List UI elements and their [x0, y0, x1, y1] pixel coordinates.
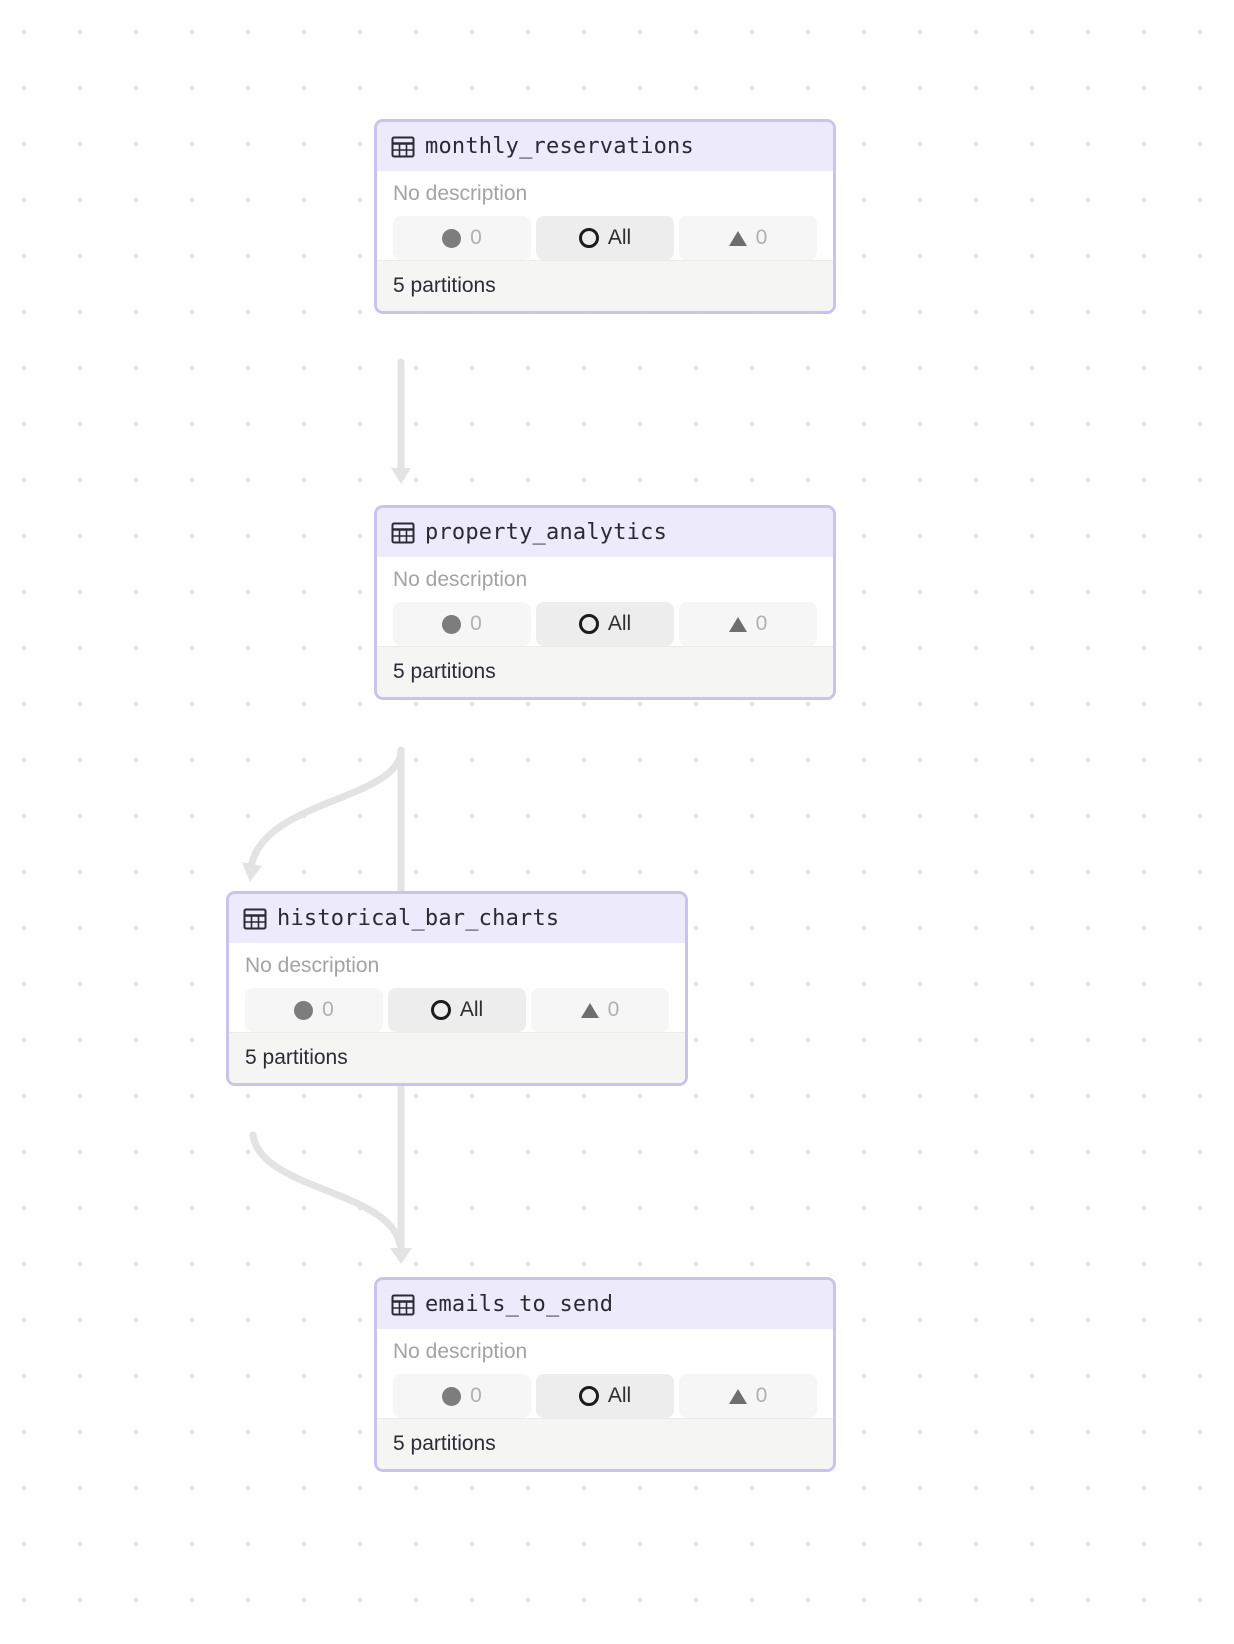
table-icon — [391, 1294, 415, 1315]
status-failed-count: 0 — [607, 998, 620, 1021]
ring-icon — [578, 1386, 599, 1406]
status-failed-count: 0 — [755, 226, 768, 249]
node-header: monthly_reservations — [377, 122, 833, 171]
node-title: property_analytics — [425, 520, 668, 545]
status-failed-count: 0 — [755, 1384, 768, 1407]
edge-arrowhead — [390, 1248, 412, 1264]
status-missing-pill[interactable]: 0 — [245, 988, 383, 1032]
filled-circle-icon — [442, 1386, 462, 1406]
node-footer: 5 partitions — [377, 646, 833, 697]
status-failed-count: 0 — [755, 612, 768, 635]
status-row: 0 All 0 — [377, 1374, 833, 1418]
status-failed-pill[interactable]: 0 — [679, 602, 817, 646]
triangle-icon — [728, 616, 747, 632]
node-footer: 5 partitions — [377, 1418, 833, 1469]
node-title: emails_to_send — [425, 1292, 614, 1317]
filled-circle-icon — [442, 228, 462, 248]
node-header: emails_to_send — [377, 1280, 833, 1329]
status-missing-pill[interactable]: 0 — [393, 602, 531, 646]
asset-node-property-analytics[interactable]: property_analytics No description 0 All … — [374, 505, 836, 700]
status-failed-pill[interactable]: 0 — [679, 216, 817, 260]
ring-icon — [578, 614, 599, 634]
status-failed-pill[interactable]: 0 — [531, 988, 669, 1032]
node-title: monthly_reservations — [425, 134, 694, 159]
status-missing-count: 0 — [470, 1384, 482, 1407]
edge-property-to-historical — [247, 746, 405, 872]
node-header: historical_bar_charts — [229, 894, 685, 943]
status-all-label: All — [607, 226, 632, 249]
status-all-pill[interactable]: All — [388, 988, 526, 1032]
node-footer: 5 partitions — [229, 1032, 685, 1083]
status-row: 0 All 0 — [377, 216, 833, 260]
table-icon — [243, 908, 267, 929]
node-description: No description — [393, 568, 528, 591]
status-row: 0 All 0 — [229, 988, 685, 1032]
edge-arrowhead — [391, 468, 411, 484]
table-icon — [391, 522, 415, 543]
node-description: No description — [393, 182, 528, 205]
node-description: No description — [393, 1340, 528, 1363]
filled-circle-icon — [294, 1000, 314, 1020]
ring-icon — [430, 1000, 451, 1020]
status-all-label: All — [607, 612, 632, 635]
asset-node-emails-to-send[interactable]: emails_to_send No description 0 All 0 5 … — [374, 1277, 836, 1472]
status-all-pill[interactable]: All — [536, 602, 674, 646]
status-all-label: All — [607, 1384, 632, 1407]
status-missing-pill[interactable]: 0 — [393, 216, 531, 260]
node-title: historical_bar_charts — [277, 906, 560, 931]
status-all-pill[interactable]: All — [536, 216, 674, 260]
edge-historical-to-emails — [249, 1131, 404, 1249]
triangle-icon — [728, 230, 747, 246]
filled-circle-icon — [442, 614, 462, 634]
status-all-pill[interactable]: All — [536, 1374, 674, 1418]
edge-arrowhead — [242, 862, 262, 882]
status-row: 0 All 0 — [377, 602, 833, 646]
triangle-icon — [728, 1388, 747, 1404]
status-failed-pill[interactable]: 0 — [679, 1374, 817, 1418]
triangle-icon — [580, 1002, 599, 1018]
table-icon — [391, 136, 415, 157]
asset-node-historical-bar-charts[interactable]: historical_bar_charts No description 0 A… — [226, 891, 688, 1086]
status-all-label: All — [459, 998, 484, 1021]
node-description: No description — [245, 954, 380, 977]
status-missing-count: 0 — [470, 612, 482, 635]
asset-node-monthly-reservations[interactable]: monthly_reservations No description 0 Al… — [374, 119, 836, 314]
status-missing-pill[interactable]: 0 — [393, 1374, 531, 1418]
node-header: property_analytics — [377, 508, 833, 557]
status-missing-count: 0 — [470, 226, 482, 249]
status-missing-count: 0 — [322, 998, 334, 1021]
ring-icon — [578, 228, 599, 248]
node-footer: 5 partitions — [377, 260, 833, 311]
